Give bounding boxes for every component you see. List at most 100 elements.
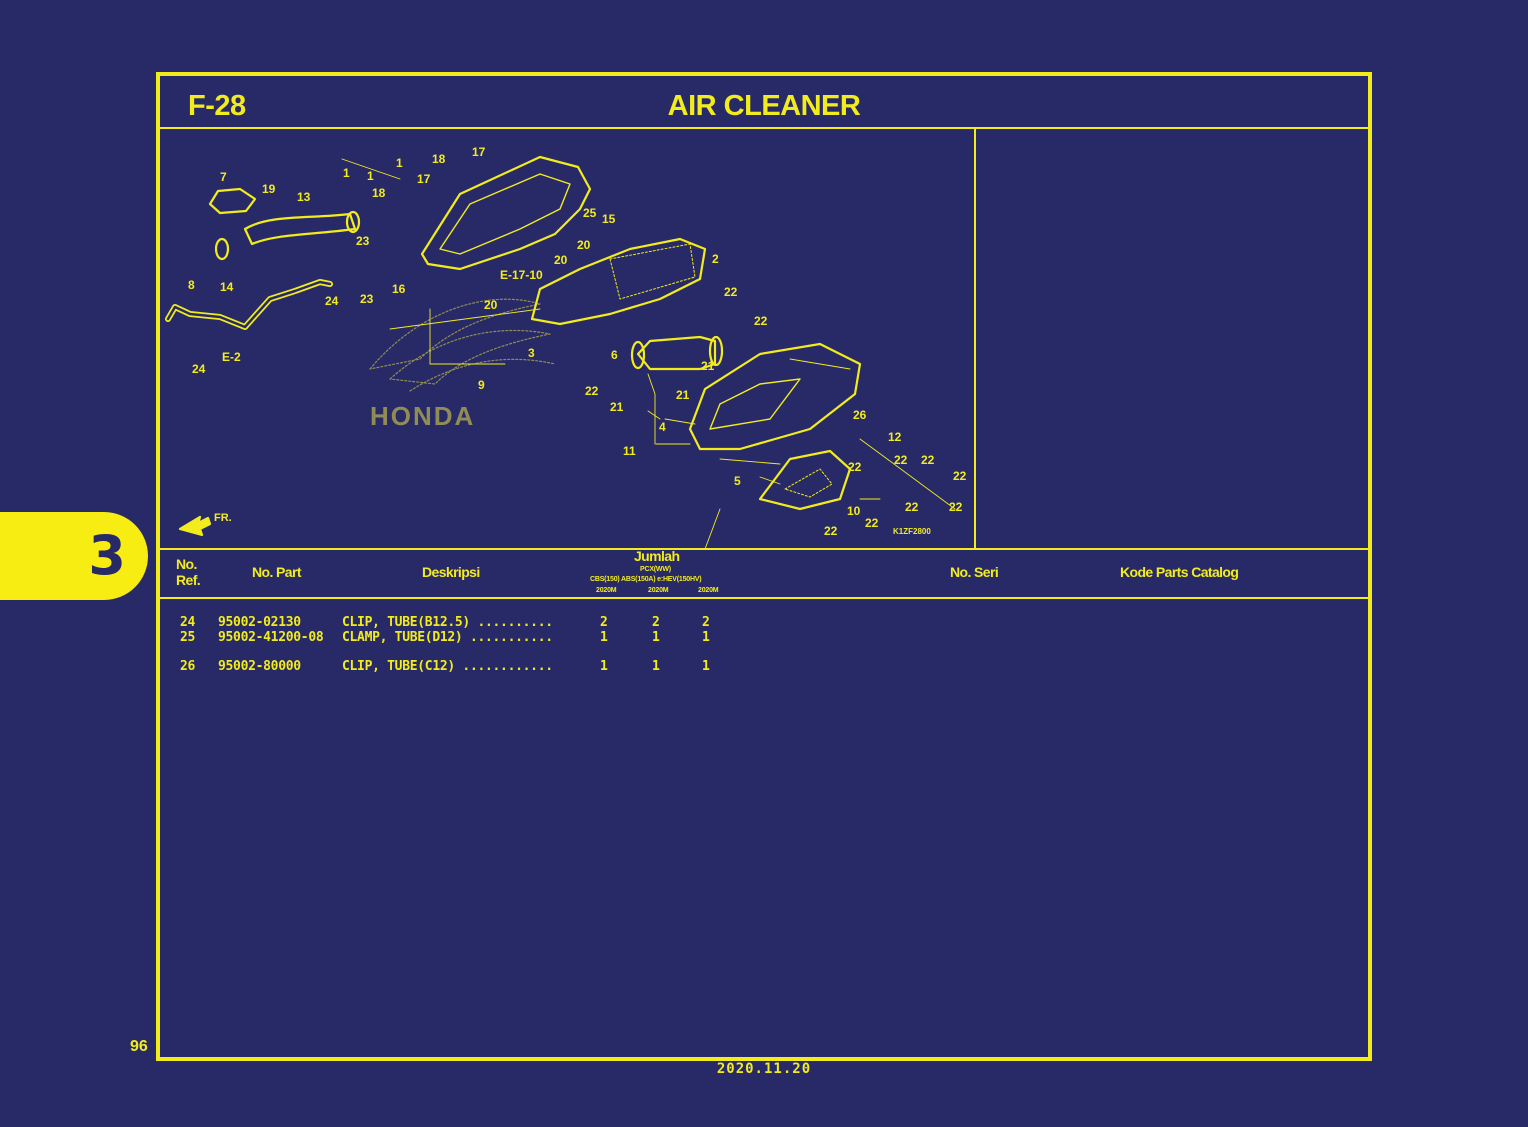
callout-1: 1 [343,166,350,180]
part-13-tube-end [345,210,361,234]
callout-2: 2 [712,252,719,266]
cell-qty-hev: 1 [702,659,710,674]
cell-qty-abs: 2 [652,615,660,630]
callout-3: 3 [528,346,535,360]
callout-12: 12 [888,430,902,444]
part-6-funnel [636,335,717,371]
cell-qty-abs: 1 [652,659,660,674]
header-variants: CBS(150) ABS(150A) e:HEV(150HV) [590,576,702,583]
exploded-parts-diagram: HONDA 7 19 13 14 8 24 E-2 24 1 1 1 18 18… [165,145,967,549]
part-3-element-cover [530,237,707,326]
section-tab: 3 [0,512,148,600]
table-header-bottom-divider [160,597,1368,599]
callout-22: 22 [949,500,963,514]
table-row: 26 95002-80000 CLIP, TUBE(C12) .........… [160,659,710,675]
cell-qty-abs: 1 [652,630,660,645]
callout-20: 20 [577,238,591,252]
callout-26: 26 [853,408,867,422]
section-tab-number: 3 [88,524,126,587]
callout-13: 13 [297,190,311,204]
header-no-seri: No. Seri [950,564,999,580]
callout-23: 23 [356,234,370,248]
callout-22: 22 [894,453,908,467]
callout-14: 14 [220,280,234,294]
callout-24: 24 [325,294,339,308]
callout-10: 10 [847,504,861,518]
callout-20: 20 [484,298,498,312]
print-date: 2020.11.20 [716,1061,812,1077]
cell-ref: 26 [180,659,196,674]
callout-22: 22 [824,524,838,538]
cell-ref: 24 [180,615,196,630]
part-7-cover [208,187,257,215]
cell-qty-hev: 2 [702,615,710,630]
part-4-outer-cover [688,342,862,451]
callout-19: 19 [262,182,276,196]
callout-22: 22 [953,469,967,483]
diagram-divider [974,129,976,549]
table-row: 25 95002-41200-08 CLAMP, TUBE(D12) .....… [160,630,710,646]
table-row: 24 95002-02130 CLIP, TUBE(B12.5) .......… [160,615,710,631]
header-no-part: No. Part [252,564,301,580]
callout-22: 22 [724,285,738,299]
table-header-top-divider [160,548,1368,550]
callout-6: 6 [611,348,618,362]
cell-description: CLIP, TUBE(C12) ............ [342,659,553,674]
callout-11: 11 [623,444,636,458]
callout-15: 15 [602,212,616,226]
part-14-ring [214,237,230,261]
callout-4: 4 [659,420,666,434]
callout-9: 9 [478,378,485,392]
front-direction-arrow [178,515,212,537]
callout-7: 7 [220,170,227,184]
header-no-ref: No. Ref. [176,556,201,588]
cell-ref: 25 [180,630,196,645]
callout-23: 23 [360,292,374,306]
callout-17: 17 [417,172,431,186]
header-kode-parts-catalog: Kode Parts Catalog [1120,564,1239,580]
header-year-1: 2020M [596,587,617,594]
cell-part-number: 95002-02130 [218,615,301,630]
cell-part-number: 95002-41200-08 [218,630,324,645]
callout-e-2: E-2 [222,350,241,364]
header-model: PCX(WW) [640,566,671,573]
cell-qty-cbs: 1 [600,630,608,645]
callout-18: 18 [432,152,446,166]
callout-17: 17 [472,145,486,159]
callout-22: 22 [921,453,935,467]
page-title: AIR CLEANER [667,90,861,122]
honda-watermark-text: HONDA [370,401,475,431]
header-jumlah: Jumlah [634,548,680,564]
callout-24: 24 [192,362,206,376]
callout-e-17-10: E-17-10 [500,268,543,282]
callout-22: 22 [848,460,862,474]
header-year-3: 2020M [698,587,719,594]
callout-22: 22 [754,314,768,328]
part-5-cover [758,449,852,511]
callout-18: 18 [372,186,386,200]
callout-16: 16 [392,282,406,296]
part-13-intake-tube [243,212,357,246]
callout-21: 21 [701,359,715,373]
header-divider [160,127,1368,129]
header-deskripsi: Deskripsi [422,564,480,580]
cell-part-number: 95002-80000 [218,659,301,674]
drawing-code: K1ZF2800 [893,527,931,536]
callout-1: 1 [367,169,374,183]
cell-description: CLAMP, TUBE(D12) ........... [342,630,553,645]
part-9-air-cleaner-case [420,155,592,271]
callout-25: 25 [583,206,597,220]
callout-21: 21 [610,400,624,414]
cell-description: CLIP, TUBE(B12.5) .......... [342,615,553,630]
callout-8: 8 [188,278,195,292]
callout-5: 5 [734,474,741,488]
callout-22: 22 [905,500,919,514]
front-direction-label: FR. [214,512,232,524]
callout-1: 1 [396,156,403,170]
callout-20: 20 [554,253,568,267]
catalog-frame: F-28 AIR CLEANER [156,72,1372,1061]
header-year-2: 2020M [648,587,669,594]
callout-22: 22 [865,516,879,530]
callout-21: 21 [676,388,690,402]
honda-wing-logo-watermark [369,298,556,392]
